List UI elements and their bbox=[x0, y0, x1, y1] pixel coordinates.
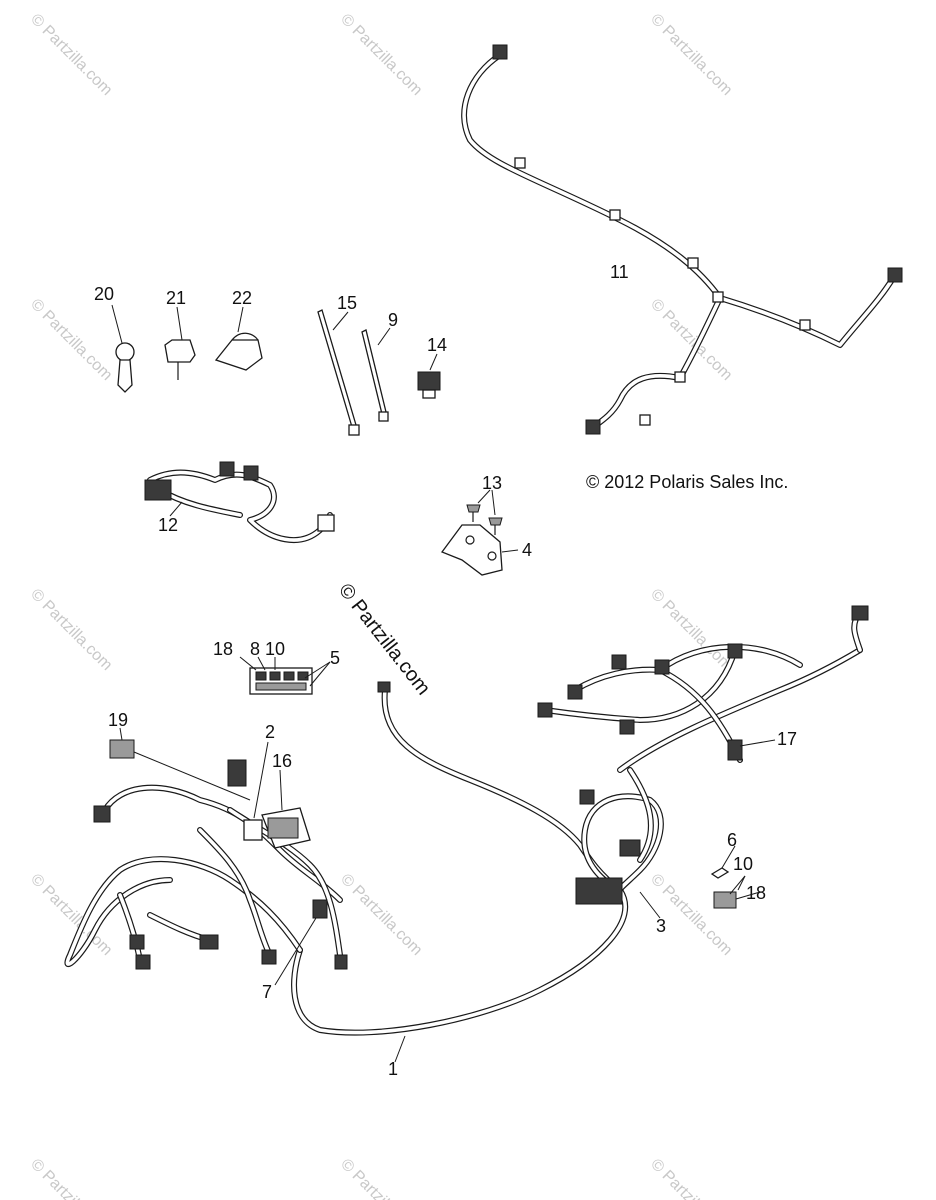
callout-8: 8 bbox=[250, 639, 260, 659]
watermark: © Partzilla.com bbox=[337, 1156, 425, 1200]
part-15-cable-tie bbox=[317, 309, 360, 436]
callout-5: 5 bbox=[330, 648, 340, 668]
watermark: © Partzilla.com bbox=[337, 871, 425, 959]
part-12-harness bbox=[144, 461, 335, 544]
part-20-clip bbox=[111, 304, 135, 393]
watermark: © Partzilla.com bbox=[337, 11, 425, 99]
part-22-clamp bbox=[214, 306, 263, 371]
callout-20: 20 bbox=[94, 284, 114, 304]
callout-labels: 1 2 3 4 5 6 7 8 9 10 10 11 12 13 14 15 1… bbox=[94, 262, 797, 1079]
callout-21: 21 bbox=[166, 288, 186, 308]
part-9-cable-tie bbox=[361, 327, 391, 422]
callout-4: 4 bbox=[522, 540, 532, 560]
watermark: © Partzilla.com bbox=[647, 296, 735, 384]
part-19-decal bbox=[109, 727, 251, 801]
part-17-harness bbox=[537, 605, 869, 773]
callout-14: 14 bbox=[427, 335, 447, 355]
callout-16: 16 bbox=[272, 751, 292, 771]
part-5-fuse-block bbox=[239, 656, 331, 695]
part-4-bracket bbox=[440, 524, 519, 576]
part-21-tie-mount bbox=[164, 306, 196, 380]
part-18-fuse-holder bbox=[713, 875, 761, 909]
watermark: © Partzilla.com bbox=[27, 586, 115, 674]
part-1-main-harness bbox=[64, 681, 629, 1063]
watermarks: © Partzilla.com © Partzilla.com © Partzi… bbox=[27, 11, 735, 1200]
callout-10-lower: 10 bbox=[733, 854, 753, 874]
part-3-harness bbox=[575, 767, 664, 919]
callout-12: 12 bbox=[158, 515, 178, 535]
callout-11: 11 bbox=[610, 262, 629, 282]
callout-3: 3 bbox=[656, 916, 666, 936]
callout-17: 17 bbox=[777, 729, 797, 749]
callout-1: 1 bbox=[388, 1059, 398, 1079]
part-7-connector bbox=[274, 899, 328, 986]
watermark: © Partzilla.com bbox=[647, 1156, 735, 1200]
watermark: © Partzilla.com bbox=[647, 11, 735, 99]
watermark: © Partzilla.com bbox=[27, 1156, 115, 1200]
watermark-center: © Partzilla.com bbox=[334, 580, 434, 700]
callout-22: 22 bbox=[232, 288, 252, 308]
callout-10-upper: 10 bbox=[265, 639, 285, 659]
watermark: © Partzilla.com bbox=[647, 871, 735, 959]
callout-2: 2 bbox=[265, 722, 275, 742]
callout-15: 15 bbox=[337, 293, 357, 313]
callout-18-lower: 18 bbox=[746, 883, 766, 903]
part-13-bolts bbox=[466, 489, 503, 535]
callout-18-upper: 18 bbox=[213, 639, 233, 659]
callout-6: 6 bbox=[727, 830, 737, 850]
part-6-fuse bbox=[710, 845, 736, 879]
watermark: © Partzilla.com bbox=[27, 296, 115, 384]
part-2-relay bbox=[243, 741, 269, 841]
part-16-fuse-box bbox=[261, 769, 311, 849]
copyright-notice: © 2012 Polaris Sales Inc. bbox=[586, 472, 788, 492]
callout-7: 7 bbox=[262, 982, 272, 1002]
callout-9: 9 bbox=[388, 310, 398, 330]
callout-19: 19 bbox=[108, 710, 128, 730]
part-11-harness bbox=[461, 44, 903, 435]
part-14-connector bbox=[417, 353, 441, 399]
watermark: © Partzilla.com bbox=[27, 11, 115, 99]
callout-13: 13 bbox=[482, 473, 502, 493]
